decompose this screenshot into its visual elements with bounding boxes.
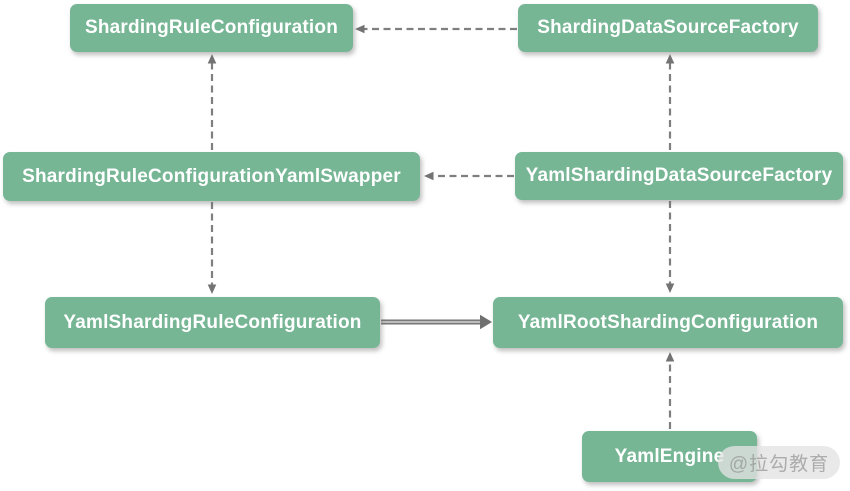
edge-shardingdatasourcefactory-to-shardingruleconfiguration	[355, 24, 517, 34]
edge-yamlruleconfiguration-to-yamlrootconfiguration	[381, 314, 492, 330]
arrowhead-up-icon	[665, 352, 675, 362]
watermark-badge: @拉勾教育	[718, 446, 840, 479]
edge-swapper-to-yamlshardingruleconfiguration	[207, 202, 217, 294]
edge-yamlengine-to-yamlrootconfiguration	[665, 352, 675, 429]
arrowhead-down-icon	[665, 283, 675, 293]
arrowhead-up-icon	[665, 54, 675, 64]
edge-yamlfactory-to-shardingdatasourcefactory	[665, 54, 675, 150]
edge-yamlshardingdatasourcefactory-to-swapper	[424, 171, 514, 181]
arrowhead-down-icon	[207, 284, 217, 294]
node-yaml-root-sharding-configuration: YamlRootShardingConfiguration	[493, 297, 843, 348]
arrowhead-right-icon	[480, 314, 492, 330]
watermark-text: @拉勾教育	[728, 454, 830, 475]
node-sharding-rule-configuration: ShardingRuleConfiguration	[70, 4, 353, 52]
node-yaml-sharding-rule-configuration: YamlShardingRuleConfiguration	[45, 297, 380, 348]
node-yaml-sharding-data-source-factory: YamlShardingDataSourceFactory	[515, 152, 843, 200]
node-sharding-data-source-factory: ShardingDataSourceFactory	[518, 4, 818, 52]
arrowhead-left-icon	[355, 24, 365, 34]
arrowhead-left-icon	[424, 171, 434, 181]
edge-swapper-to-shardingruleconfiguration	[207, 54, 217, 150]
edge-yamlfactory-to-yamlrootconfiguration	[665, 201, 675, 293]
arrowhead-up-icon	[207, 54, 217, 64]
node-sharding-rule-configuration-yaml-swapper: ShardingRuleConfigurationYamlSwapper	[3, 152, 420, 201]
